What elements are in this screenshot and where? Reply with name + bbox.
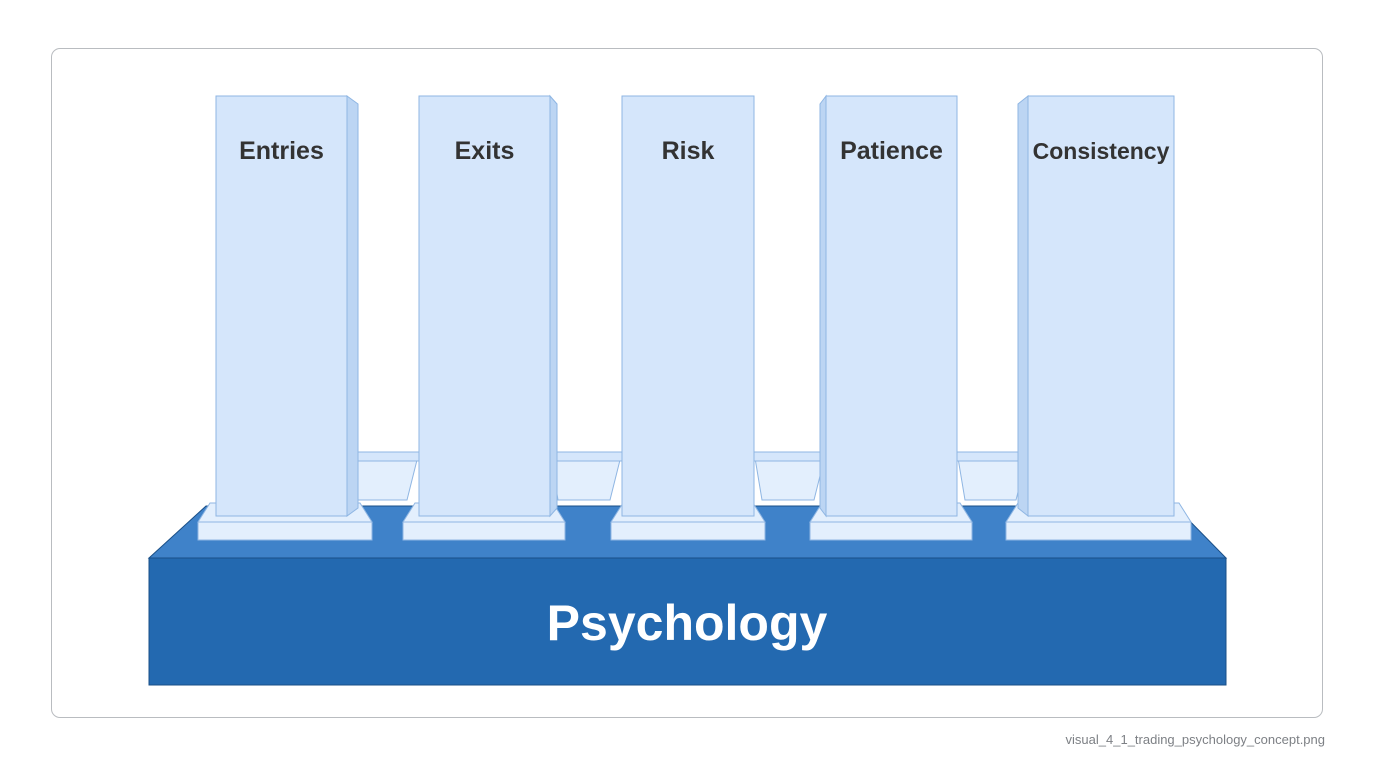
pillar-exits — [418, 95, 551, 517]
pillars-group: Entries Exits Risk Patience Consistency — [215, 94, 1175, 518]
plate-front-exits — [402, 521, 566, 541]
beam-rail-2 — [549, 451, 623, 462]
base-front-face — [148, 557, 1227, 686]
pillar-label-entries: Entries — [239, 137, 324, 165]
pillar-label-exits: Exits — [455, 137, 515, 165]
beam-rail-4 — [956, 451, 1029, 462]
pillar-side-patience — [819, 94, 827, 518]
pillar-consistency — [1027, 95, 1175, 517]
base-label: Psychology — [547, 595, 828, 651]
pillar-entries — [215, 95, 348, 517]
image-filename: visual_4_1_trading_psychology_concept.pn… — [1065, 732, 1325, 747]
plate-front-entries — [197, 521, 373, 541]
pillar-label-patience: Patience — [840, 137, 943, 165]
plate-front-risk — [610, 521, 766, 541]
pillar-side-entries — [346, 95, 359, 517]
plate-front-patience — [809, 521, 973, 541]
pillar-label-consistency: Consistency — [1033, 138, 1170, 164]
pillar-side-exits — [549, 94, 558, 518]
pillar-label-risk: Risk — [662, 137, 715, 165]
plate-front-consistency — [1005, 521, 1192, 541]
pillar-side-consistency — [1017, 94, 1029, 518]
pillar-risk — [621, 95, 755, 517]
beam-rail-3 — [753, 451, 827, 462]
pillar-patience — [825, 95, 958, 517]
